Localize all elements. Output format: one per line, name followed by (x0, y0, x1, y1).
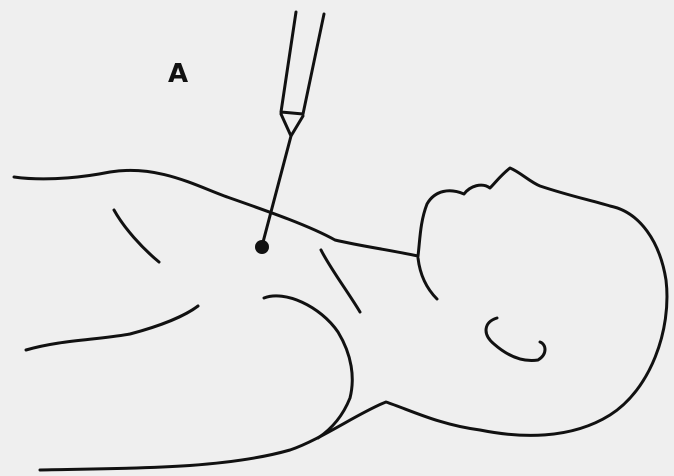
patient-figure (14, 168, 667, 470)
ear (486, 318, 545, 360)
injection-site-dot (255, 240, 269, 254)
clavicle-line (264, 296, 352, 438)
arm-line (26, 306, 198, 350)
jaw-line (418, 258, 437, 299)
shoulder-contour (14, 170, 418, 256)
syringe-barrel (281, 12, 324, 136)
needle (262, 136, 291, 246)
syringe (255, 12, 324, 254)
figure-label: A (168, 59, 188, 89)
shoulder-line (114, 210, 159, 262)
head-outline (40, 168, 667, 470)
neck-muscle-line (321, 250, 360, 312)
